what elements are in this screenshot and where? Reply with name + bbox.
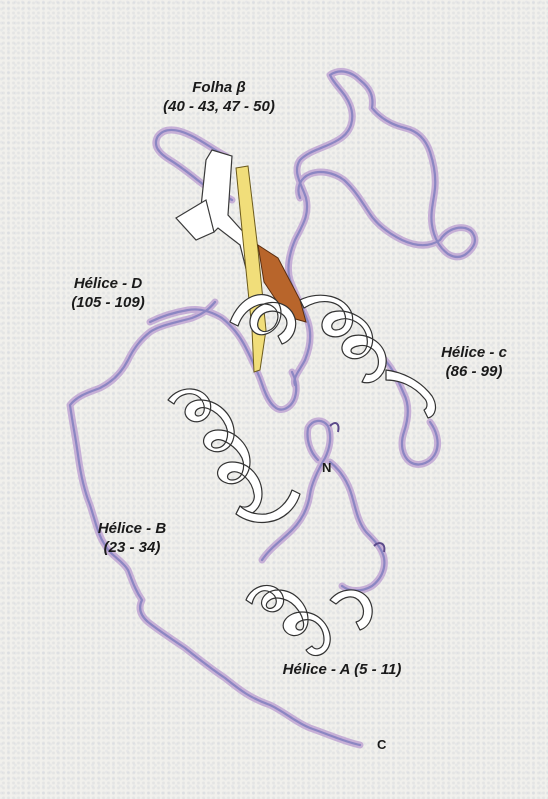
label-helix-a: Hélice - A (5 - 11): [262, 660, 422, 679]
helix-a-ribbon: [246, 585, 372, 655]
helix-b-name: Hélice - B: [82, 519, 182, 538]
n-terminus-label: N: [322, 460, 331, 475]
helix-d-name: Hélice - D: [52, 274, 164, 293]
helix-a-text: Hélice - A (5 - 11): [262, 660, 422, 679]
label-helix-c: Hélice - c (86 - 99): [424, 343, 524, 381]
sheet-beta-range: (40 - 43, 47 - 50): [148, 97, 290, 116]
sheet-beta-name: Folha β: [148, 78, 290, 97]
label-helix-d: Hélice - D (105 - 109): [52, 274, 164, 312]
helix-c-ribbon: [300, 295, 435, 418]
helix-c-range: (86 - 99): [424, 362, 524, 381]
label-helix-b: Hélice - B (23 - 34): [82, 519, 182, 557]
c-terminus-label: C: [377, 737, 386, 752]
helix-c-name: Hélice - c: [424, 343, 524, 362]
label-sheet-beta: Folha β (40 - 43, 47 - 50): [148, 78, 290, 116]
helix-b-range: (23 - 34): [82, 538, 182, 557]
coil-lower: [262, 421, 330, 560]
coil-right-loop: [298, 172, 474, 248]
coil-lower-right: [330, 462, 384, 591]
helix-d-range: (105 - 109): [52, 293, 164, 312]
